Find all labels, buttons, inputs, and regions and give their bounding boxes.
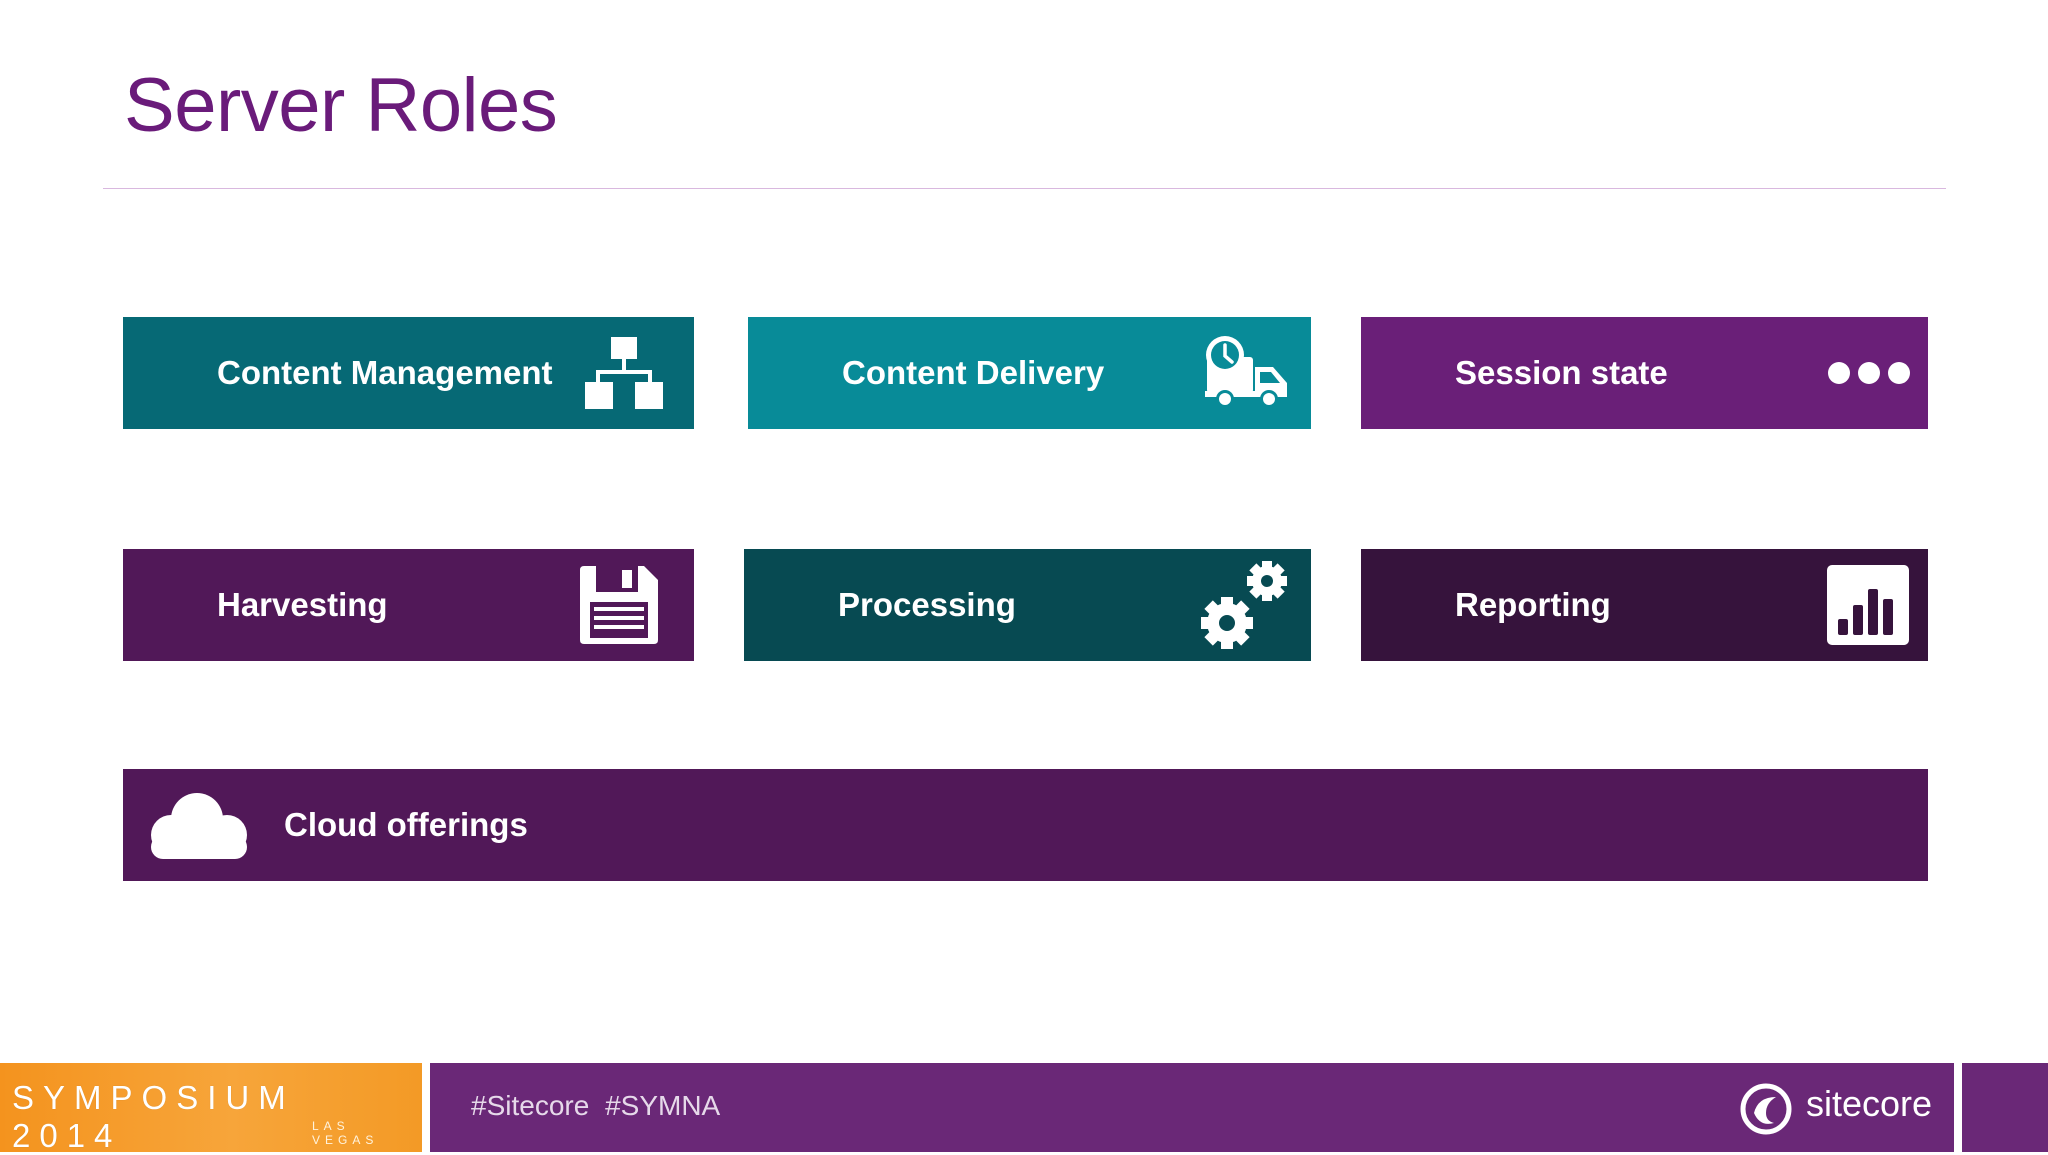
brand-wordmark: sitecore [1806, 1083, 1933, 1124]
floppy-disk-icon [580, 566, 658, 644]
tile-label: Content Delivery [842, 354, 1105, 391]
tile-label: Content Management [217, 354, 553, 391]
tile-label: Harvesting [217, 586, 388, 623]
event-name: SYMPOSIUM 2014 [12, 1079, 295, 1154]
tile-harvesting: Harvesting [123, 549, 694, 661]
cloud-icon [151, 793, 247, 859]
event-location: LAS VEGAS [312, 1119, 379, 1147]
tile-content-management: Content Management [123, 317, 694, 429]
tile-label: Processing [838, 586, 1016, 623]
event-banner: SYMPOSIUM 2014 LAS VEGAS [0, 1063, 422, 1154]
tile-processing: Processing [744, 549, 1311, 661]
hashtags: #Sitecore #SYMNA [471, 1090, 721, 1121]
bar-chart-icon [1827, 565, 1909, 645]
tile-label: Cloud offerings [284, 806, 528, 843]
sitecore-logo-icon [1740, 1083, 1792, 1135]
footer-divider [422, 1063, 430, 1152]
tile-reporting: Reporting [1361, 549, 1928, 661]
footer-bar: SYMPOSIUM 2014 LAS VEGAS #Sitecore #SYMN… [0, 1063, 2048, 1154]
title-divider [103, 188, 1946, 189]
page-title: Server Roles [124, 63, 558, 148]
tile-label: Reporting [1455, 586, 1611, 623]
tile-label: Session state [1455, 354, 1668, 391]
tile-content-delivery: Content Delivery [748, 317, 1311, 429]
tile-cloud-offerings: Cloud offerings [123, 769, 1928, 881]
hashtag-bar: #Sitecore #SYMNA [430, 1063, 1954, 1152]
gears-icon [1201, 561, 1287, 649]
footer-divider [1954, 1063, 1962, 1152]
delivery-truck-clock-icon [1205, 336, 1287, 408]
three-dots-icon [1828, 362, 1910, 384]
tile-session-state: Session state [1361, 317, 1928, 429]
footer-end-block [1962, 1063, 2048, 1152]
sitemap-icon [585, 337, 663, 409]
